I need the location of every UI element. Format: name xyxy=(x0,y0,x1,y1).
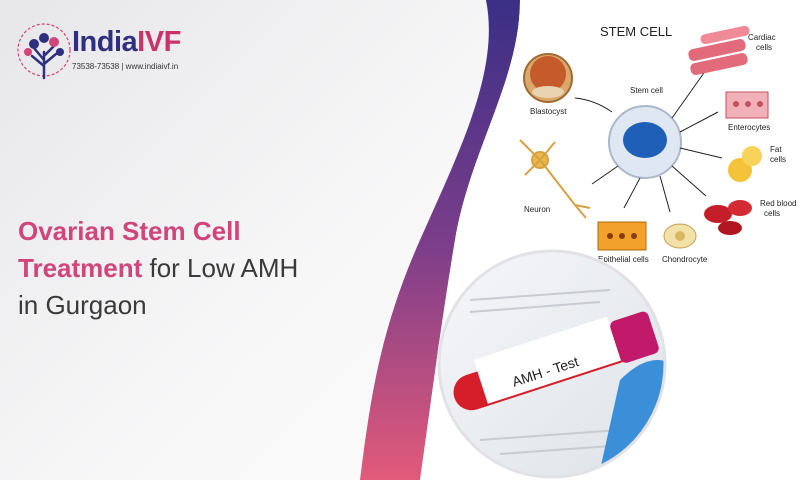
headline-line3: in Gurgaon xyxy=(18,290,147,320)
label-fat-2: cells xyxy=(770,155,786,164)
tree-logo-icon xyxy=(17,23,71,80)
label-red-blood-2: cells xyxy=(764,209,780,218)
brand-name: IndiaIVF xyxy=(72,26,181,58)
enterocytes-icon xyxy=(725,91,769,119)
cardiac-cells-icon xyxy=(688,25,750,75)
label-chondrocyte: Chondrocyte xyxy=(662,255,708,264)
red-blood-cells-icon xyxy=(704,200,752,235)
amh-test-photo: AMH - Test xyxy=(437,249,667,479)
headline-line2-highlight: Treatment xyxy=(18,253,143,283)
headline-line1: Ovarian Stem Cell xyxy=(18,216,241,246)
headline-line2-rest: for Low AMH xyxy=(142,253,299,283)
neuron-icon xyxy=(519,139,591,219)
label-blastocyst: Blastocyst xyxy=(530,107,567,116)
label-red-blood: Red blood xyxy=(760,199,796,208)
brand-logo[interactable] xyxy=(14,16,214,86)
label-cardiac: Cardiac xyxy=(748,33,776,42)
stem-cell-icon xyxy=(608,105,682,179)
label-epithelial: Epithelial cells xyxy=(598,255,649,264)
label-enterocytes: Enterocytes xyxy=(728,123,770,132)
diagram-title: STEM CELL xyxy=(600,24,672,39)
differentiation-arrows xyxy=(591,69,723,213)
epithelial-cells-icon xyxy=(597,221,647,251)
label-fat: Fat xyxy=(770,145,782,154)
blastocyst-icon xyxy=(523,53,573,103)
label-neuron: Neuron xyxy=(524,205,550,214)
arrow-icon xyxy=(574,97,613,113)
label-cardiac-2: cells xyxy=(756,43,772,52)
label-stem-cell: Stem cell xyxy=(630,86,663,95)
page-headline: Ovarian Stem Cell Treatment for Low AMH … xyxy=(18,213,318,324)
fat-cells-icon xyxy=(728,146,762,182)
brand-contact: 73538-73538 | www.indiaivf.in xyxy=(72,62,179,71)
chondrocyte-icon xyxy=(663,223,697,249)
